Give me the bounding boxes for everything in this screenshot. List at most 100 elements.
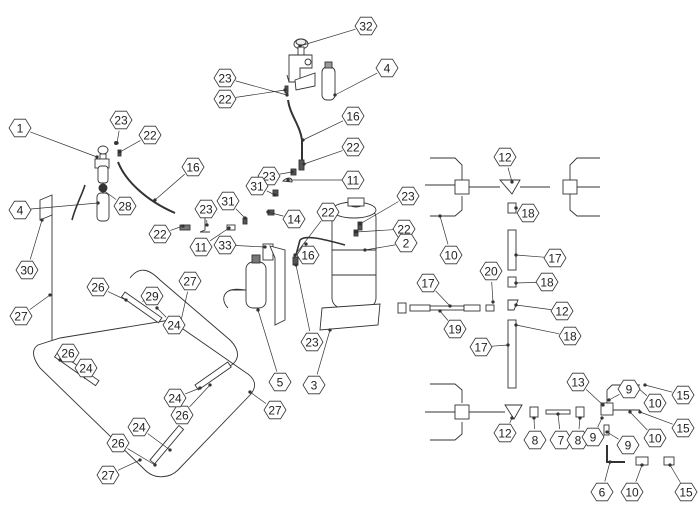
leader-line-b31-b [235, 208, 246, 219]
cylinder-top [321, 61, 336, 101]
balloon-b11-lower: 11 [189, 237, 213, 257]
leader-line-b22-upper [303, 150, 343, 165]
balloon-b28: 28 [113, 196, 137, 216]
balloon-b4-left: 4 [8, 200, 32, 220]
balloon-number: 10 [625, 486, 639, 500]
leader-arrow-b32-top [298, 44, 302, 48]
balloon-b31-b: 31 [216, 191, 240, 211]
balloon-number: 26 [91, 281, 105, 295]
balloon-hexagon [189, 237, 213, 257]
balloon-hexagon [194, 199, 218, 219]
leader-arrow-b22-lower [181, 224, 185, 228]
leader-arrow-b23-left [115, 141, 119, 145]
balloon-number: 30 [20, 264, 34, 278]
clamp [223, 288, 248, 309]
balloon-b27-c: 27 [263, 400, 287, 420]
leader-arrow-b28 [101, 188, 105, 192]
balloon-b24-c: 24 [163, 388, 187, 408]
leader-arrow-b8-b [578, 416, 582, 420]
leader-arrow-b12-top [510, 180, 514, 184]
balloon-b22-upper: 22 [341, 137, 365, 157]
balloon-number: 11 [195, 241, 208, 255]
leader-line-b24-d [147, 433, 171, 451]
leader-line-b18-b [515, 282, 537, 284]
balloon-number: 22 [153, 228, 167, 242]
manifold-lower [425, 383, 675, 466]
leader-arrow-b23-c [205, 223, 209, 227]
balloon-hexagon [163, 388, 187, 408]
balloon-b6: 6 [590, 482, 614, 502]
leader-line-b6 [604, 461, 611, 482]
balloon-hexagon [178, 271, 202, 291]
manifold-upper [425, 157, 600, 389]
balloon-b24-b: 24 [74, 358, 98, 378]
balloon-number: 22 [143, 129, 157, 143]
leader-line-b14 [267, 211, 284, 217]
balloon-hexagon [543, 248, 567, 268]
balloon-number: 23 [401, 190, 415, 204]
leader-arrow-b4-top [333, 93, 337, 97]
balloon-hexagon [443, 319, 467, 339]
balloon-hexagon [140, 286, 164, 306]
leader-arrow-b3 [328, 328, 332, 332]
balloon-number: 18 [521, 207, 535, 221]
leader-arrow-b24-c [198, 386, 202, 390]
leader-line-b17-a [515, 254, 545, 258]
leader-arrow-b11-lower [227, 226, 231, 230]
balloon-hexagon [341, 170, 365, 190]
balloon-hexagon [616, 435, 640, 455]
balloon-b15-a: 15 [671, 385, 695, 405]
leader-arrow-b17-c [506, 343, 510, 347]
leader-line-b22-top [235, 89, 286, 98]
balloon-b12-top: 12 [493, 147, 517, 167]
leader-line-b27-c [249, 391, 267, 404]
leader-line-b4-left [30, 202, 99, 210]
leader-line-b27-d [117, 459, 141, 471]
balloon-b12-low: 12 [493, 423, 517, 443]
balloon-b9-c: 9 [616, 435, 640, 455]
leader-line-b22-tank [294, 220, 322, 256]
balloon-hexagon [213, 89, 237, 109]
balloon-hexagon [516, 203, 540, 223]
leader-arrow-b8-a [532, 416, 536, 420]
balloon-number: 2 [403, 237, 410, 251]
balloon-hexagon [394, 233, 418, 253]
balloon-hexagon [341, 137, 365, 157]
balloon-hexagon [8, 200, 32, 220]
balloon-b11-upper: 11 [341, 170, 365, 190]
leader-line-b16-mid [154, 173, 185, 201]
balloon-number: 22 [321, 206, 335, 220]
balloon-b23-low: 23 [300, 332, 324, 352]
leader-lines [29, 28, 681, 483]
balloon-hexagon [268, 372, 292, 392]
leader-line-b1 [30, 131, 98, 158]
balloon-b15-c: 15 [674, 482, 698, 502]
balloon-hexagon [535, 272, 559, 292]
leader-arrow-b20 [491, 300, 495, 304]
leader-arrow-b19 [438, 309, 442, 313]
balloon-number: 12 [498, 427, 512, 441]
balloon-number: 8 [532, 434, 539, 448]
leader-line-b22-left [119, 140, 141, 153]
balloon-number: 27 [101, 469, 115, 483]
leader-line-b15-b [639, 411, 673, 425]
balloon-number: 28 [118, 200, 132, 214]
leader-line-b7 [557, 413, 561, 430]
leader-arrow-b23-mid [290, 170, 294, 174]
leader-line-b23-top [235, 80, 288, 96]
leader-line-b15-a [644, 384, 673, 393]
balloon-b7: 7 [549, 430, 573, 450]
balloon-number: 4 [384, 62, 391, 76]
balloon-number: 24 [79, 362, 93, 376]
leader-arrow-b26-a [124, 298, 128, 302]
balloon-number: 14 [287, 213, 301, 227]
balloon-hexagon [9, 306, 33, 326]
regulator-left [94, 141, 122, 184]
balloon-hexagon [523, 430, 547, 450]
balloon-hexagon [493, 147, 517, 167]
leader-line-b17-b [435, 290, 451, 307]
leader-arrow-b9-a [607, 398, 611, 402]
balloon-hexagon [416, 273, 440, 293]
balloon-b12-mid: 12 [550, 301, 574, 321]
balloon-b17-a: 17 [543, 248, 567, 268]
